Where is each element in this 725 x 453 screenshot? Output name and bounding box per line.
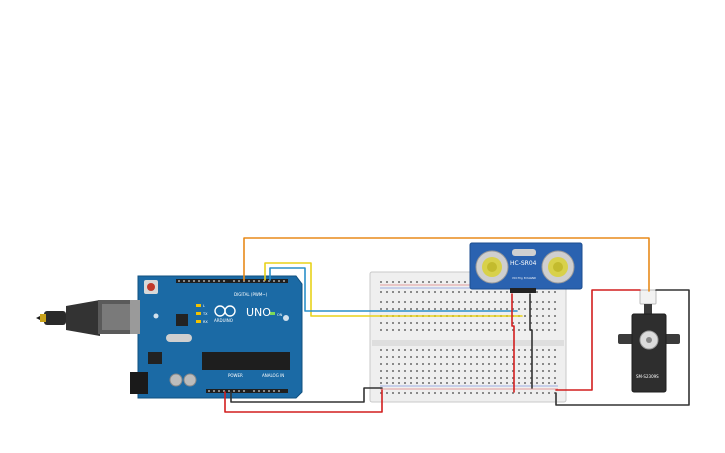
- regulator-chip: [148, 352, 162, 364]
- sensor-pin-gnd-label: GND: [530, 276, 536, 280]
- usb-cable[interactable]: [36, 300, 136, 336]
- wire-black-sensor-gnd[interactable]: [529, 293, 533, 389]
- l-label: L: [203, 304, 205, 308]
- wire-red-5v[interactable]: [224, 389, 383, 413]
- wire-orange-signal[interactable]: [243, 237, 650, 292]
- on-label: ON: [277, 313, 283, 317]
- rx-led-icon: [196, 320, 201, 323]
- wire-red-servo[interactable]: [555, 289, 641, 391]
- digital-header[interactable]: [176, 279, 288, 283]
- sensor-pin-echo-label: Echo: [524, 276, 531, 280]
- sensor-pin-vcc-label: VCC: [512, 276, 518, 280]
- servo-motor[interactable]: SM-S2309S: [618, 289, 680, 393]
- arduino-uno-board[interactable]: L TX RX ON ARDUINO UNO DIGITAL (PWM~) PO…: [130, 275, 303, 399]
- wire-blue-trig[interactable]: [269, 267, 518, 312]
- crystal-icon: [166, 334, 192, 342]
- arduino-logo-icon: [214, 305, 236, 317]
- wire-black-servo[interactable]: [555, 289, 690, 406]
- hc-sr04-sensor[interactable]: HC-SR04 VCC Trig Echo GND: [469, 242, 583, 293]
- arduino-brand: ARDUINO: [214, 318, 233, 323]
- sensor-label: HC-SR04: [510, 260, 537, 267]
- atmega-chip: [202, 352, 290, 370]
- power-header-label: POWER: [228, 373, 243, 378]
- servo-connector[interactable]: [639, 289, 657, 305]
- crystal-icon: [512, 249, 536, 256]
- ultrasonic-transducer-right: [541, 250, 575, 284]
- servo-label: SM-S2309S: [636, 374, 659, 379]
- analog-header-label: ANALOG IN: [262, 373, 284, 378]
- on-led-icon: [270, 312, 275, 315]
- breadboard[interactable]: [369, 271, 567, 403]
- usb-chip: [176, 314, 188, 326]
- l-led-icon: [196, 304, 201, 307]
- uno-logo: UNO: [246, 306, 271, 319]
- usb-port: [130, 300, 140, 334]
- wire-red-sensor-vcc[interactable]: [511, 293, 515, 393]
- capacitor-icon: [183, 373, 197, 387]
- wire-black-gnd[interactable]: [230, 387, 383, 403]
- tx-label: TX: [202, 312, 208, 316]
- capacitor-icon: [169, 373, 183, 387]
- tx-led-icon: [196, 312, 201, 315]
- power-analog-header[interactable]: [206, 389, 288, 393]
- dc-jack: [130, 372, 148, 394]
- wire-yellow-echo[interactable]: [264, 262, 523, 317]
- digital-header-label: DIGITAL (PWM~): [234, 292, 268, 297]
- ultrasonic-transducer-left: [475, 250, 509, 284]
- rx-label: RX: [203, 320, 208, 324]
- sensor-pin-trig-label: Trig: [518, 276, 523, 280]
- sensor-pin-header[interactable]: [510, 288, 536, 293]
